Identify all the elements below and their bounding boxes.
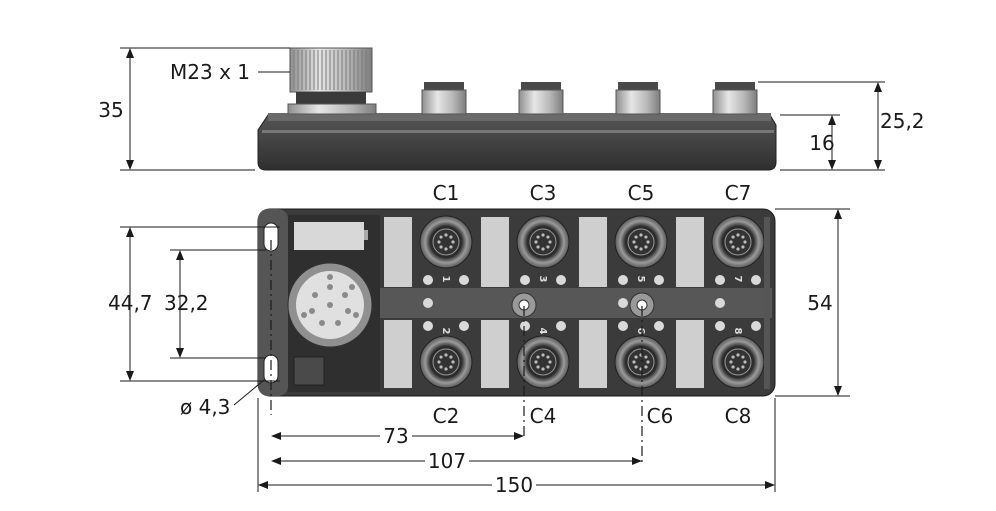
led-a: [520, 321, 530, 331]
pin: [327, 302, 333, 308]
hole-span-outer-label: 44,7: [108, 291, 153, 315]
side-view: 35 M23 x 1 25,2 16: [98, 47, 925, 171]
height-body-label: 16: [809, 131, 834, 155]
led-b: [556, 275, 566, 285]
led-a: [423, 321, 433, 331]
side-port: [712, 82, 758, 115]
pin: [312, 292, 318, 298]
port-number-top: 7: [732, 276, 743, 283]
port-label-c1: C1: [433, 181, 460, 205]
dim-73-label: 73: [383, 424, 408, 448]
small-label-field: [293, 356, 325, 386]
led-center: [423, 298, 433, 308]
hole-span-inner-label: 32,2: [164, 291, 209, 315]
port-label-c2: C2: [433, 404, 460, 428]
label-strip: [384, 320, 412, 388]
port-number-bottom: 4: [537, 328, 548, 335]
port-label-c7: C7: [725, 181, 752, 205]
port-number-top: 1: [440, 276, 451, 283]
port-label-c8: C8: [725, 404, 752, 428]
m23-connector-side: [287, 47, 377, 115]
port-label-c4: C4: [530, 404, 557, 428]
side-port: [518, 82, 564, 115]
dim-150-label: 150: [495, 473, 533, 497]
port-column: 34: [481, 215, 570, 389]
height-total-label: 35: [98, 98, 123, 122]
port-number-top: 3: [537, 276, 548, 283]
led-b: [654, 275, 664, 285]
label-strip: [481, 217, 509, 287]
port-column: 12: [384, 215, 473, 389]
pin: [301, 312, 307, 318]
led-a: [520, 275, 530, 285]
port-label-c3: C3: [530, 181, 557, 205]
dim-107-label: 107: [428, 449, 466, 473]
label-strip: [384, 217, 412, 287]
led-a: [618, 321, 628, 331]
led-b: [459, 321, 469, 331]
label-strip: [579, 320, 607, 388]
led-a: [423, 275, 433, 285]
label-strip: [481, 320, 509, 388]
led-a: [618, 275, 628, 285]
port-label-c5: C5: [628, 181, 655, 205]
pin: [335, 320, 341, 326]
center-band: [380, 288, 772, 318]
port-label-c6: C6: [647, 404, 674, 428]
pin: [345, 308, 351, 314]
side-port: [615, 82, 661, 115]
pin: [327, 274, 333, 280]
hole-diameter-label: ø 4,3: [180, 395, 230, 419]
side-ports: [421, 82, 758, 115]
led-b: [751, 275, 761, 285]
side-body-top-ridge: [268, 113, 771, 121]
led-center: [618, 298, 628, 308]
led-b: [751, 321, 761, 331]
pin: [353, 312, 359, 318]
label-strip: [579, 217, 607, 287]
side-body: [257, 114, 777, 171]
led-b: [459, 275, 469, 285]
thread-label: M23 x 1: [170, 60, 250, 84]
port-number-bottom: 2: [440, 328, 451, 335]
height-connector-label: 25,2: [880, 109, 925, 133]
side-port: [421, 82, 467, 115]
mount-hole-top: [263, 222, 279, 252]
label-strip: [676, 217, 704, 287]
port-number-bottom: 8: [732, 328, 743, 335]
label-field: [294, 222, 364, 250]
left-flange: [258, 209, 288, 396]
pin: [342, 292, 348, 298]
led-b: [556, 321, 566, 331]
led-b: [654, 321, 664, 331]
pin: [349, 284, 355, 290]
pin: [319, 320, 325, 326]
port-number-top: 5: [635, 276, 646, 283]
led-center: [715, 298, 725, 308]
port-column: 56: [579, 215, 668, 389]
led-a: [715, 275, 725, 285]
pin: [327, 284, 333, 290]
pin: [309, 308, 315, 314]
label-strip: [676, 320, 704, 388]
port-number-bottom: 6: [635, 328, 646, 335]
led-a: [715, 321, 725, 331]
width-dim-label: 54: [807, 291, 832, 315]
